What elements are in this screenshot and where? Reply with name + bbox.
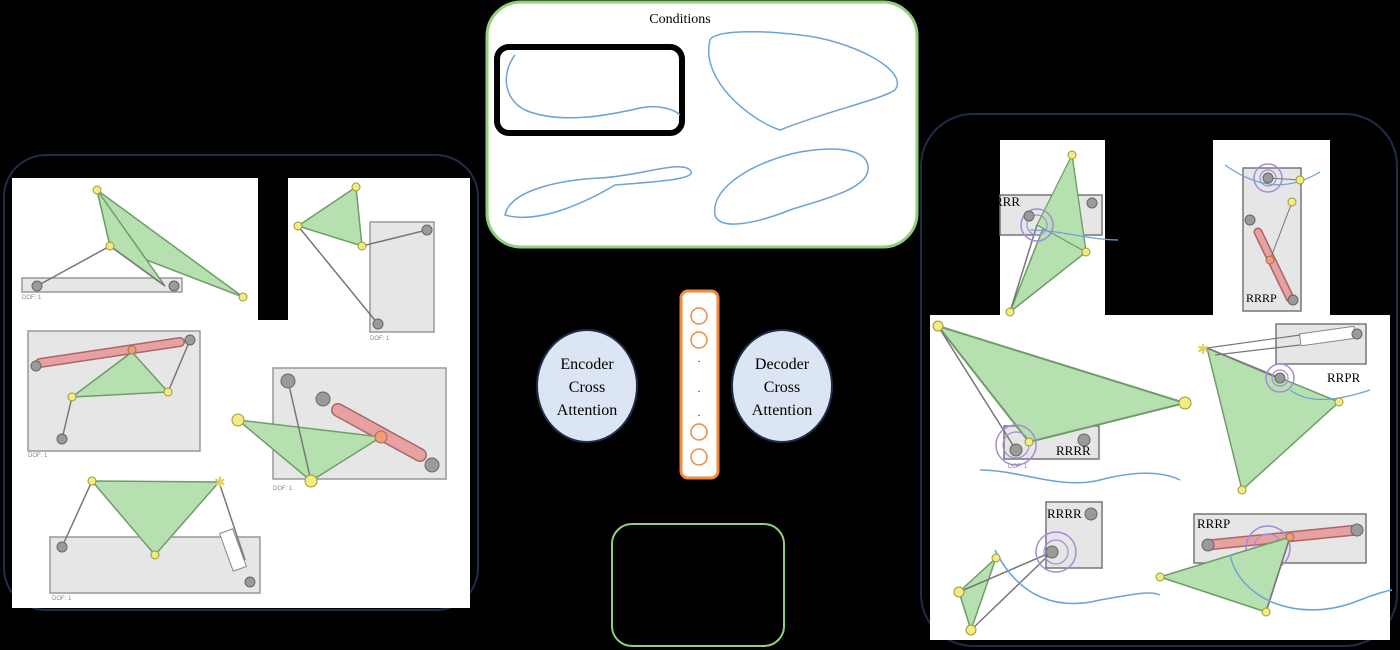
latent-node-2 — [690, 331, 708, 349]
svg-text:DOF: 1: DOF: 1 — [1008, 464, 1028, 470]
generated-mechanism-rrrr-bottom: RRRR — [953, 501, 1161, 636]
mechanism-tile-2: DOF: 1 — [288, 178, 452, 350]
latent-dots-1: . — [698, 354, 701, 365]
svg-text:RRRP: RRRP — [1246, 291, 1277, 305]
mechanism-tile-1: DOF: 1 — [21, 185, 248, 302]
svg-text:RRR: RRR — [994, 194, 1020, 209]
mechanism-tile-3: DOF: 1 — [27, 330, 201, 459]
dof-label-1: DOF: 1 — [22, 295, 42, 301]
svg-text:Encoder: Encoder — [560, 356, 614, 373]
svg-text:Attention: Attention — [557, 402, 617, 419]
condition-curve-1 — [505, 54, 681, 119]
svg-text:Attention: Attention — [752, 402, 812, 419]
generated-mechanism-rrpr: RRPR ✱ — [1197, 323, 1371, 495]
decoder-cross-attention: Decoder Cross Attention — [731, 329, 833, 443]
encoder-cross-attention: Encoder Cross Attention — [536, 329, 638, 443]
condition-curve-4 — [714, 148, 869, 225]
svg-text:Decoder: Decoder — [755, 356, 810, 373]
svg-text:Cross: Cross — [569, 379, 605, 396]
latent-node-1 — [690, 307, 708, 325]
svg-text:RRRP: RRRP — [1197, 516, 1230, 531]
dof-label-4: DOF: 1 — [273, 486, 293, 492]
svg-text:Cross: Cross — [764, 379, 800, 396]
mechanism-tile-5: DOF: 1 ✱ — [49, 476, 261, 602]
svg-text:RRRR: RRRR — [1056, 443, 1091, 458]
latent-dots-3: . — [698, 408, 701, 419]
dof-label-3: DOF: 1 — [28, 453, 48, 459]
dof-label-2: DOF: 1 — [370, 336, 390, 342]
condition-curve-3 — [504, 166, 693, 219]
svg-text:✱: ✱ — [1197, 343, 1209, 358]
conditions-title: Conditions — [649, 12, 710, 27]
svg-text:RRPR: RRPR — [1327, 370, 1361, 385]
generated-mechanism-rrr: RRR — [994, 150, 1119, 317]
latent-dots-2: . — [698, 384, 701, 395]
generated-mechanism-rrrr-mid: RRRR DOF: 1 — [932, 320, 1192, 484]
condition-curve-2 — [707, 30, 898, 131]
conditions-panel: Conditions — [485, 0, 919, 249]
latent-vector: . . . — [679, 289, 720, 480]
dof-label-5: DOF: 1 — [52, 596, 72, 602]
latent-node-4 — [690, 448, 708, 466]
mechanism-tile-4: DOF: 1 — [231, 367, 447, 492]
bottom-condition-box — [611, 523, 785, 647]
generated-mechanism-rrrp-top: RRRP — [1213, 140, 1330, 315]
svg-text:RRRR: RRRR — [1047, 506, 1082, 521]
generated-mechanism-rrrp-bottom: RRRP — [1155, 513, 1393, 617]
latent-node-3 — [690, 423, 708, 441]
star-icon: ✱ — [214, 476, 226, 491]
